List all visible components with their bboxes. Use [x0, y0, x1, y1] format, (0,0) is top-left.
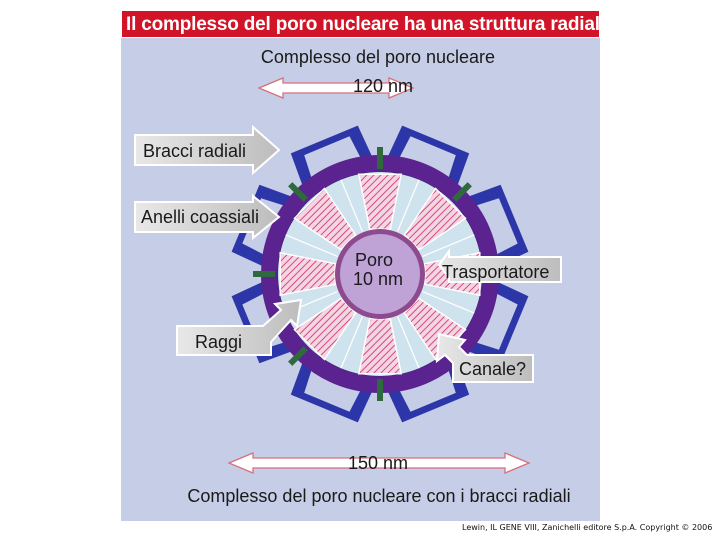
channel-divider [397, 316, 420, 369]
bottom-label: Complesso del poro nucleare con i bracci… [187, 486, 570, 506]
ring-mark [452, 182, 472, 202]
channel-divider [422, 291, 475, 314]
ring-mark [288, 182, 308, 202]
nuclear-pore-diagram: Complesso del poro nucleare 120 nm Poro … [134, 47, 571, 506]
bottom-dimension-label: 150 nm [348, 453, 408, 473]
callout-radial-arms-label: Bracci radiali [143, 141, 246, 161]
channel-divider [422, 234, 475, 257]
pore-label-line2: 10 nm [353, 269, 403, 289]
top-dimension-arrow [257, 77, 415, 99]
top-label: Complesso del poro nucleare [261, 47, 495, 67]
title-bar: Il complesso del poro nucleare ha una st… [121, 10, 610, 38]
callout-spokes-label: Raggi [195, 332, 242, 352]
radial-arm-hollow [304, 136, 361, 178]
callout-transporter: Trasportatore [437, 247, 562, 283]
radial-arm-hollow [399, 136, 456, 178]
radial-arm-hollow [476, 293, 518, 350]
callout-channel: Canale? [435, 332, 534, 383]
bottom-dimension-arrow [227, 452, 531, 474]
callout-spokes: Raggi [176, 298, 303, 356]
channel-divider [340, 179, 363, 232]
radial-arm-hollow [476, 198, 518, 255]
radial-arm-hollow [399, 370, 456, 412]
copyright-credit: Lewin, IL GENE VIII, Zanichelli editore … [462, 523, 713, 532]
callout-channel-label: Canale? [459, 359, 526, 379]
radial-arm-hollow [304, 370, 361, 412]
channel-divider [340, 316, 363, 369]
figure-title: Il complesso del poro nucleare ha una st… [126, 14, 611, 35]
channel-divider [397, 179, 420, 232]
top-dimension-label: 120 nm [353, 76, 413, 96]
callout-coaxial-rings: Anelli coassiali [134, 193, 281, 241]
callout-transporter-label: Trasportatore [442, 262, 549, 282]
ring-mark [288, 346, 308, 366]
callout-radial-arms: Bracci radiali [134, 124, 281, 176]
channel-divider [285, 234, 338, 257]
spokes [279, 173, 481, 375]
central-pore-inner [340, 234, 420, 314]
pore-label-line1: Poro [355, 250, 393, 270]
figure-panel: Il complesso del poro nucleare ha una st… [121, 10, 610, 521]
callout-coaxial-rings-label: Anelli coassiali [141, 207, 259, 227]
